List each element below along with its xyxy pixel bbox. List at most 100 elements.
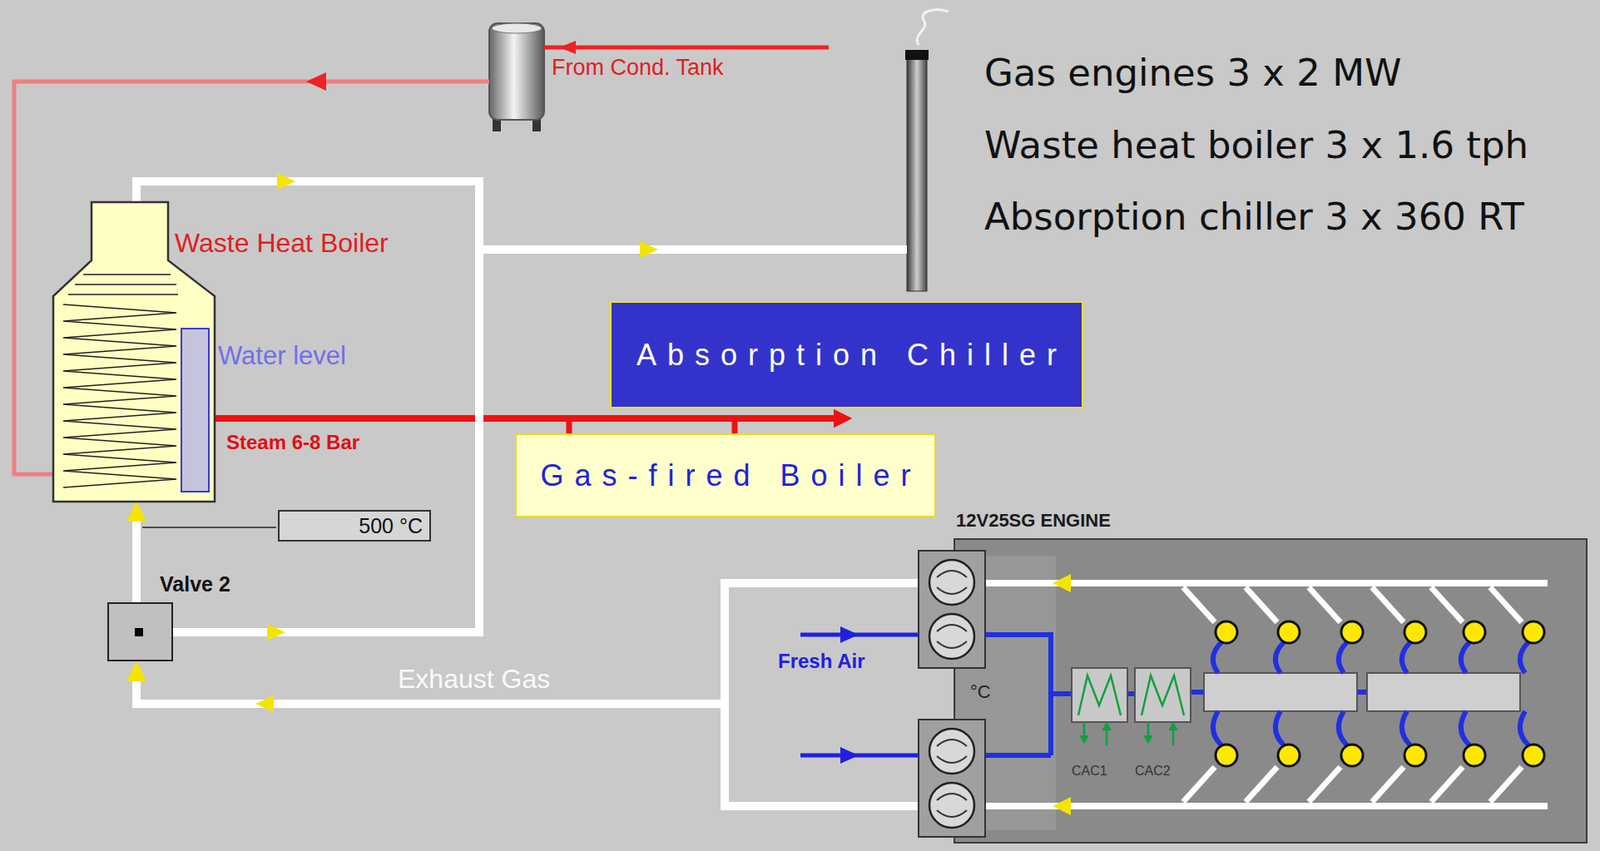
gas-engine: [1134, 668, 1191, 723]
feedwater-pipe: [306, 72, 327, 91]
air-label: Fresh Air: [777, 649, 865, 674]
gas-engine: [1367, 673, 1521, 712]
gas-engine: [1052, 574, 1071, 593]
steam-label: Steam 6-8 Bar: [226, 430, 360, 455]
gas-engine: [1079, 735, 1090, 744]
gas-engine-frame: 12V25SG ENGINE: [954, 539, 1587, 843]
steam-branch: [569, 409, 853, 434]
engine-title: 12V25SG ENGINE: [956, 510, 1111, 531]
gas-engine: [1183, 587, 1522, 623]
gas-engine: [1084, 722, 1174, 746]
cooler-label: CAC2: [1134, 763, 1171, 779]
gas-engine: [1341, 744, 1363, 767]
gas-engine: [929, 782, 975, 828]
gas-engine: [1052, 797, 1071, 816]
gas-engine: [1215, 621, 1238, 644]
arrowhead: [126, 661, 147, 682]
boiler-title: Waste Heat Boiler: [174, 227, 389, 259]
condensate-tank: [491, 23, 542, 34]
gas-fired-boiler-box: Gas-fired Boiler: [515, 433, 937, 518]
gas-engine: [1071, 668, 1128, 723]
arrowhead: [833, 409, 853, 428]
steam-branch-line: [734, 418, 842, 434]
chimney: [916, 9, 949, 45]
exhaust-to-boiler-duct-line: [132, 513, 141, 603]
gas-engine: [1341, 621, 1363, 644]
gas-engine: [1213, 711, 1529, 746]
gas-engine: [1522, 621, 1545, 644]
fresh-air-inlet: [840, 747, 859, 764]
temperature-display: 500 °C: [277, 510, 431, 542]
gas-engine: [1404, 621, 1427, 644]
gauge-label: Water level: [217, 341, 347, 372]
gas-engine: [936, 570, 967, 818]
gas-engine: [1213, 642, 1529, 674]
gas-engine: [929, 559, 975, 828]
exhaust-gas-duct: [126, 583, 955, 807]
spec-note: Waste heat boiler 3 x 1.6 tph: [984, 123, 1529, 168]
gas-engine: [929, 728, 975, 774]
valve-box: Valve 2: [107, 602, 174, 662]
flow-arrow: [255, 695, 274, 713]
boiler-body: [68, 274, 179, 295]
gas-engine: [1215, 621, 1545, 767]
gas-engine: [1143, 735, 1154, 744]
spec-note: Absorption chiller 3 x 360 RT: [984, 195, 1525, 239]
fresh-air-inlet: [800, 626, 919, 764]
edge-label: Exhaust Gas: [397, 663, 550, 695]
gas-engine: [929, 614, 975, 659]
waste-heat-boiler: Waste Heat Boiler: [53, 202, 215, 502]
exhaust-bypass-duct: [639, 241, 659, 258]
valve-title: Valve 2: [159, 572, 231, 597]
gas-engine: [985, 583, 1548, 807]
gas-engine: [918, 719, 986, 838]
chimney: [905, 49, 929, 60]
gas-engine: [1463, 744, 1486, 767]
gas-engine: [1183, 767, 1522, 803]
flow-arrow: [255, 695, 274, 713]
gas-engine: [985, 634, 1368, 756]
gas-engine: [1522, 744, 1545, 767]
absorption-chiller-box: Absorption Chiller: [609, 301, 1084, 409]
gas-engine: [1203, 673, 1358, 712]
gas-engine: [954, 539, 1587, 843]
temperature-leader: [142, 527, 277, 529]
exhaust-bypass-duct: [277, 173, 296, 190]
gas-engine: [918, 539, 1587, 843]
sensor-label: °C: [970, 681, 991, 703]
exhaust-bypass-duct: [479, 245, 907, 254]
gas-engine: [1141, 675, 1184, 716]
gas-engine: [1168, 722, 1179, 731]
gas-engine: [918, 550, 986, 669]
gas-engine: [1463, 621, 1486, 644]
condensate-tank: [489, 23, 545, 120]
gas-engine: [1215, 744, 1238, 767]
gas-boiler-title: Gas-fired Boiler: [529, 458, 922, 493]
exhaust-to-boiler-duct: [126, 501, 147, 603]
exhaust-gas-duct-line: [136, 583, 955, 704]
gas-engine: [1278, 744, 1300, 767]
gas-engine: [1078, 675, 1121, 716]
temperature-leader: [142, 526, 277, 529]
chiller-title: Absorption Chiller: [625, 337, 1068, 372]
gas-engine: [1278, 621, 1300, 644]
gas-engine: [1101, 722, 1112, 731]
feedwater-pipe: [559, 40, 576, 55]
arrowhead: [126, 501, 147, 522]
steam-branch-line: [566, 421, 573, 434]
chimney: [905, 9, 949, 292]
exhaust-bypass-duct: [136, 181, 480, 633]
spec-note: Gas engines 3 x 2 MW: [984, 51, 1402, 95]
arrowhead: [833, 409, 853, 428]
fresh-air-inlet: [840, 626, 859, 644]
gas-engine: [1404, 744, 1427, 767]
valve-marker: [134, 628, 144, 637]
condensate-tank: [489, 23, 545, 132]
pipe-label: From Cond. Tank: [551, 54, 724, 81]
boiler-body: [181, 328, 209, 492]
chimney: [906, 56, 927, 292]
cooler-label: CAC1: [1071, 763, 1108, 779]
boiler-body: [63, 304, 177, 488]
temperature-value: 500 °C: [358, 514, 423, 539]
